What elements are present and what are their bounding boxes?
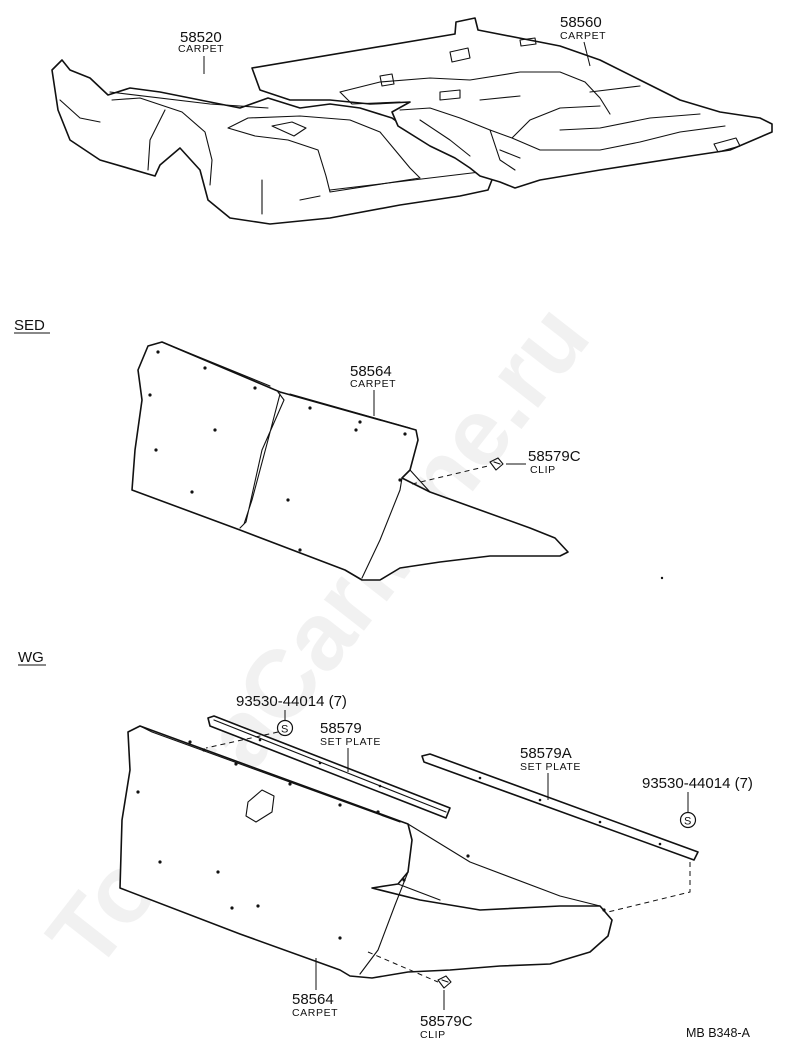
sed-carpet-illustration — [131, 341, 664, 581]
part-number: 93530-44014 (7) — [642, 775, 753, 792]
part-name: CARPET — [178, 43, 224, 55]
floor-carpet-illustration — [51, 17, 773, 225]
wg-carpet-cutout — [245, 789, 275, 823]
wg-carpet-shape — [119, 725, 613, 979]
set-plate-bar — [421, 753, 699, 861]
wg-carpet-illustration — [119, 725, 613, 979]
label-wg-58579a: 58579A SET PLATE — [520, 745, 581, 800]
wg-set-plate-58579a — [421, 753, 699, 861]
sed-carpet-shape — [131, 341, 569, 581]
sed-carpet-seam — [239, 391, 285, 529]
clip-dashed-line — [411, 465, 489, 485]
sed-clip-callout: 58579C CLIP — [411, 448, 581, 485]
clip-dashed-line — [367, 951, 439, 983]
rear-carpet-vent-right — [713, 137, 741, 153]
rear-carpet-seat-step — [339, 71, 611, 115]
clip-icon — [437, 975, 452, 989]
wg-carpet-holes — [136, 740, 606, 940]
front-carpet-edge — [109, 91, 481, 215]
screw-symbol: S — [684, 816, 691, 828]
part-name: CLIP — [530, 464, 556, 476]
part-number: 58564 — [292, 991, 334, 1008]
part-number: 58560 — [560, 14, 602, 31]
wg-carpet-fold — [359, 871, 441, 975]
label-sed-58564: 58564 CARPET — [350, 363, 396, 416]
sed-carpet-floor — [361, 469, 431, 579]
label-wg-58579: 58579 SET PLATE — [320, 720, 381, 772]
rear-carpet-bracket — [379, 73, 461, 101]
wg-clip-callout: 58579C CLIP — [367, 951, 473, 1041]
clip-icon — [489, 457, 504, 471]
front-carpet-tunnel — [227, 115, 421, 193]
part-number: 58579 — [320, 720, 362, 737]
wg-screw-left-callout: S 93530-44014 (7) — [205, 693, 347, 749]
rear-carpet-tunnel — [399, 105, 726, 171]
part-name: CARPET — [560, 30, 606, 42]
wg-screw-right-callout: 93530-44014 (7) S — [607, 775, 753, 913]
drawing-code: MB B348-A — [686, 1026, 751, 1040]
part-name: SET PLATE — [520, 761, 581, 773]
part-name: CARPET — [350, 378, 396, 390]
screw-symbol: S — [281, 724, 288, 736]
part-name: CLIP — [420, 1029, 446, 1041]
rear-carpet-vent-left — [449, 37, 537, 63]
wg-set-plate-58579 — [207, 715, 451, 819]
leader-line — [583, 41, 591, 67]
part-number: 58564 — [350, 363, 392, 380]
part-name: CARPET — [292, 1007, 338, 1019]
screw-icon — [276, 719, 294, 737]
wg-carpet-top-edge — [139, 725, 601, 907]
section-label-sed: SED — [14, 317, 45, 334]
part-number: 58579C — [528, 448, 581, 465]
screw-dashed-line — [607, 862, 691, 913]
part-name: SET PLATE — [320, 736, 381, 748]
label-wg-58564: 58564 CARPET — [292, 958, 338, 1019]
screw-icon — [679, 811, 697, 829]
label-58520: 58520 CARPET — [178, 29, 224, 74]
section-label-wg: WG — [18, 649, 44, 666]
sed-carpet-holes — [148, 350, 664, 580]
part-number: 58520 — [180, 29, 222, 46]
label-58560: 58560 CARPET — [560, 14, 606, 67]
part-number: 58579A — [520, 745, 572, 762]
set-plate-groove — [213, 719, 447, 813]
front-carpet-cutout — [271, 121, 307, 137]
rear-carpet-floor-lines — [419, 85, 701, 159]
part-number: 93530-44014 (7) — [236, 693, 347, 710]
screw-dashed-line — [205, 731, 279, 749]
rear-carpet-shape — [251, 17, 773, 189]
part-number: 58579C — [420, 1013, 473, 1030]
sed-carpet-back-top — [161, 341, 411, 429]
front-carpet-footwell — [59, 97, 213, 186]
